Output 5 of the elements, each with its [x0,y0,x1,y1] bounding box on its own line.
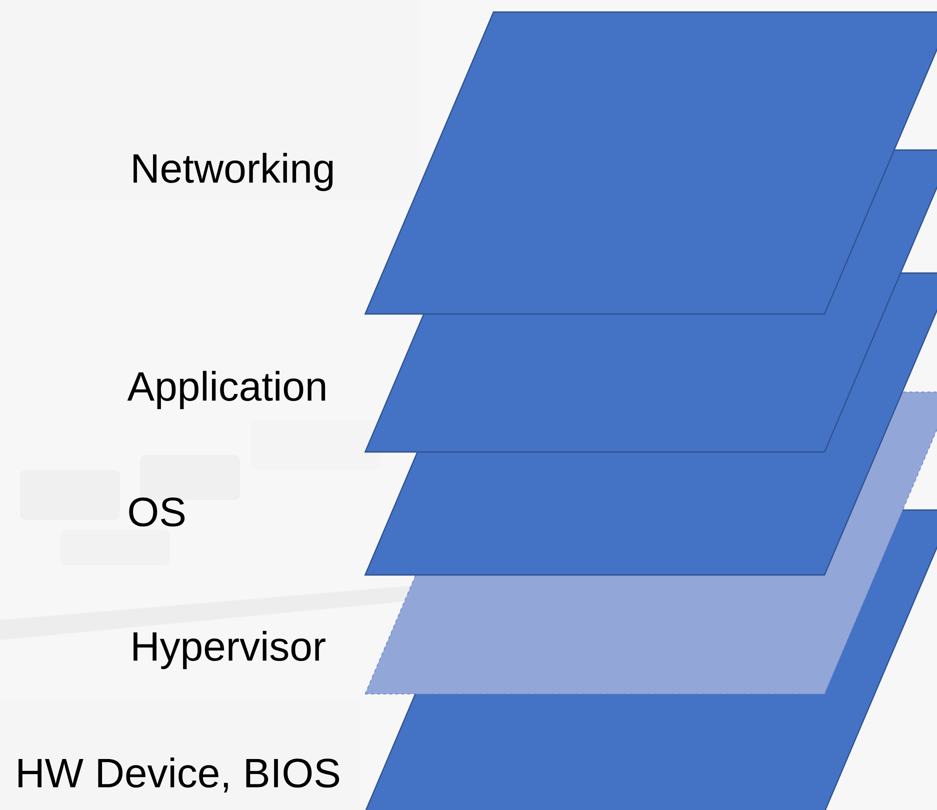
layer-label: Networking [134,152,333,192]
layer-label: Application [127,370,326,410]
layer-label: OS [129,497,185,526]
layer-label: Hypervisor [134,630,326,670]
layer-label: HW Device, BIOS [18,758,340,792]
